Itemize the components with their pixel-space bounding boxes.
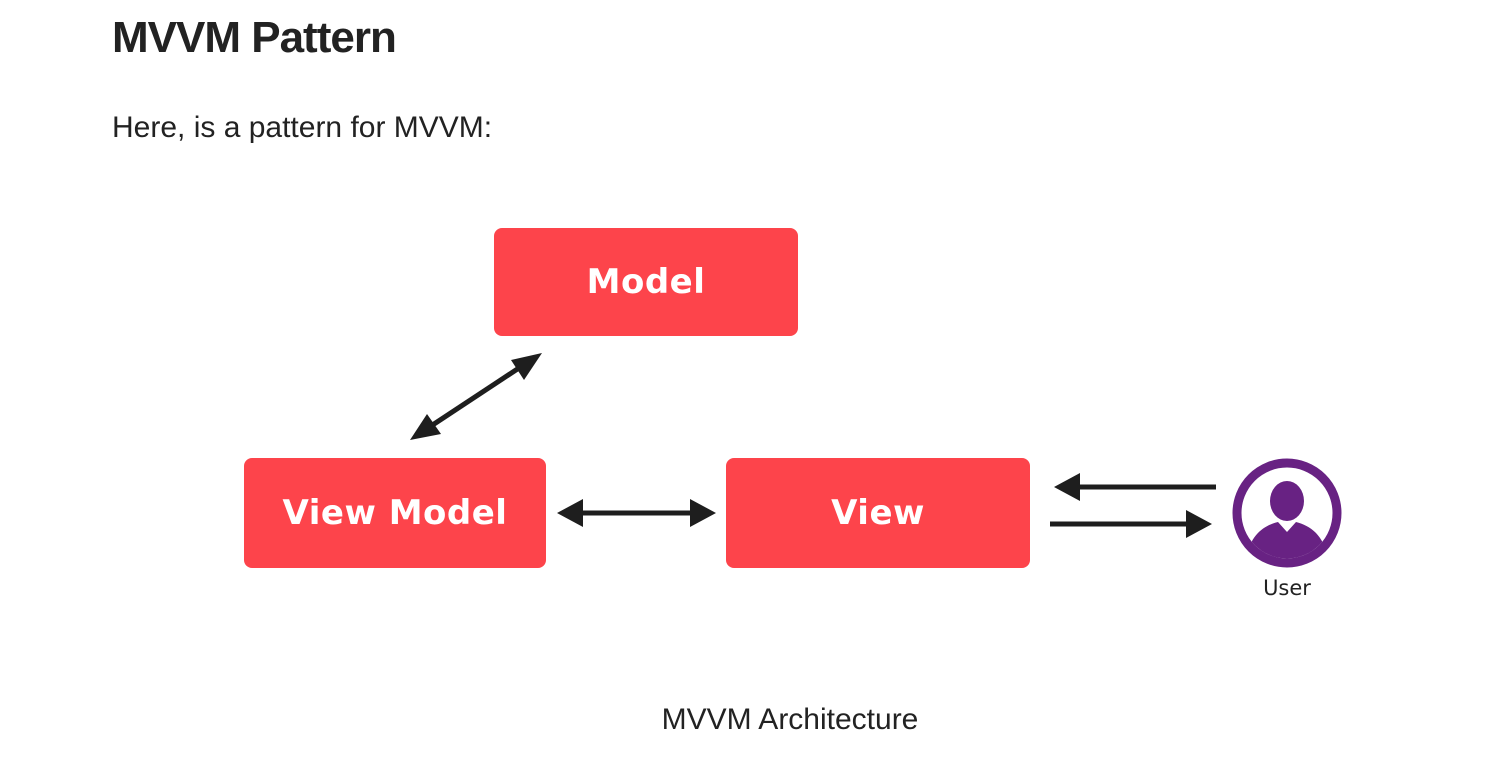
page-title: MVVM Pattern xyxy=(112,13,397,62)
figure-caption: MVVM Architecture xyxy=(661,703,919,736)
model-viewmodel-arrowhead-bottom xyxy=(410,414,441,440)
user-label: User xyxy=(1263,576,1311,600)
view-label: View xyxy=(831,493,925,533)
view-to-user-arrowhead xyxy=(1186,510,1212,538)
user-icon xyxy=(1232,458,1342,568)
user-to-view-arrowhead xyxy=(1054,473,1080,501)
view-box: View xyxy=(726,458,1030,568)
model-box: Model xyxy=(494,228,798,336)
view-model-box: View Model xyxy=(244,458,546,568)
model-viewmodel-arrowhead-top xyxy=(511,353,542,380)
model-viewmodel-arrow xyxy=(426,359,530,431)
model-label: Model xyxy=(586,262,706,302)
intro-text: Here, is a pattern for MVVM: xyxy=(112,111,493,144)
viewmodel-view-arrowhead-right xyxy=(690,499,716,527)
view-model-label: View Model xyxy=(282,493,508,533)
viewmodel-view-arrowhead-left xyxy=(557,499,583,527)
